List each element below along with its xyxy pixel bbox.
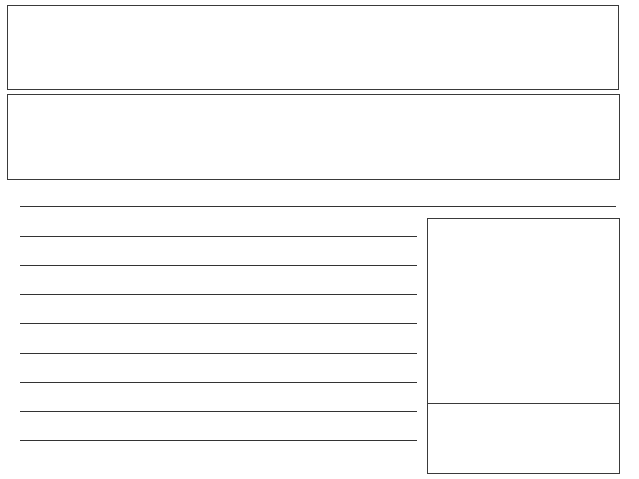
full-width-rule [20,206,616,207]
blank-line [20,294,417,295]
blank-line [20,236,417,237]
side-box-small [427,403,620,474]
blank-line [20,382,417,383]
side-box-large [427,218,620,404]
blank-line [20,323,417,324]
top-box-2 [7,94,620,180]
blank-line [20,440,417,441]
blank-line [20,265,417,266]
top-box-1 [7,5,619,90]
blank-line [20,353,417,354]
blank-line [20,411,417,412]
